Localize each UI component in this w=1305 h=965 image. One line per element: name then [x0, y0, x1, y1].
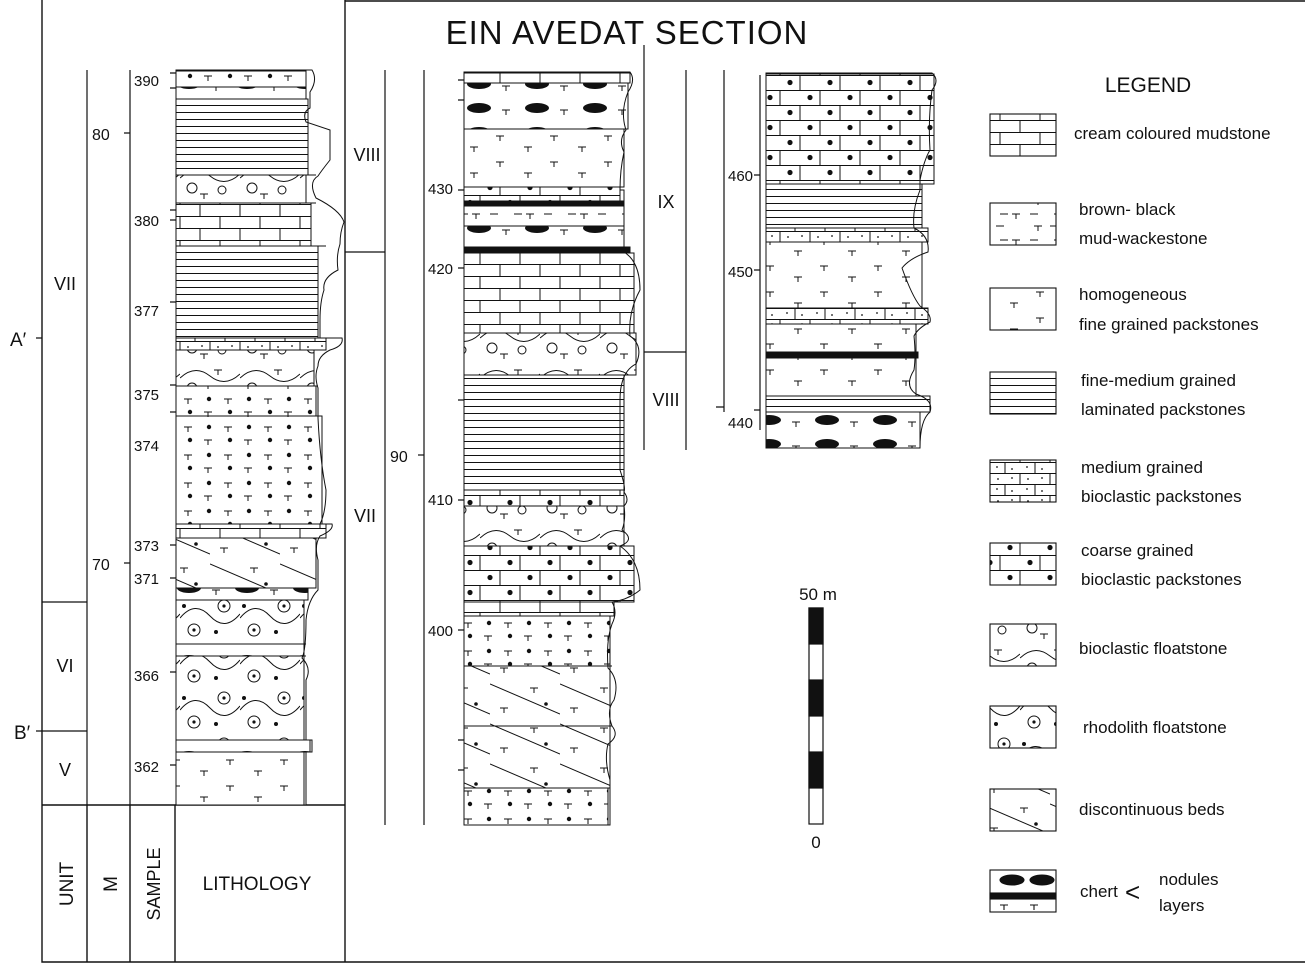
sample-460: 460 [728, 168, 753, 185]
legend-item-chert: chert [1080, 882, 1118, 901]
legend-item-laminated-2: laminated packstones [1081, 400, 1245, 419]
sample-374: 374 [134, 438, 159, 455]
legend-item-rhodolith: rhodolith floatstone [1083, 718, 1227, 737]
col1-unit-vii: VII [54, 274, 76, 294]
col1-unit-vi: VI [56, 656, 73, 676]
legend-swatch-homogeneous [990, 288, 1056, 330]
legend-swatch-coarse [990, 543, 1056, 585]
col2-right-unit-ix: IX [657, 192, 674, 212]
col1-meter-80: 80 [92, 127, 110, 144]
legend-swatches [990, 114, 1056, 912]
scale-bottom-label: 0 [811, 833, 820, 852]
sample-366: 366 [134, 668, 159, 685]
legend-item-medium-2: bioclastic packstones [1081, 487, 1242, 506]
sample-410: 410 [428, 492, 453, 509]
sample-400: 400 [428, 623, 453, 640]
sample-362: 362 [134, 759, 159, 776]
sample-371: 371 [134, 571, 159, 588]
header-lithology: LITHOLOGY [203, 874, 312, 895]
header-m: M [101, 876, 122, 892]
legend-item-mudstone: cream coloured mudstone [1074, 124, 1271, 143]
scale-top-label: 50 m [799, 585, 837, 604]
sample-420: 420 [428, 261, 453, 278]
col2-unit-vii: VII [354, 506, 376, 526]
column3-axes [716, 70, 760, 430]
legend-item-coarse-2: bioclastic packstones [1081, 570, 1242, 589]
legend-item-laminated-1: fine-medium grained [1081, 371, 1236, 390]
sample-377: 377 [134, 303, 159, 320]
sample-450: 450 [728, 264, 753, 281]
legend-swatch-discontinuous [990, 789, 1056, 831]
legend-title: LEGEND [1105, 74, 1191, 97]
legend-item-chert-nodules: nodules [1159, 870, 1219, 889]
legend-item-homogeneous-1: homogeneous [1079, 285, 1187, 304]
col2-meter-90: 90 [390, 449, 408, 466]
col2-unit-viii: VIII [353, 145, 380, 165]
legend-item-chert-layers: layers [1159, 896, 1204, 915]
marker-a: A′ [10, 330, 27, 351]
sample-430: 430 [428, 181, 453, 198]
col1-unit-v: V [59, 760, 71, 780]
legend-swatch-mud-wackestone [990, 203, 1056, 245]
marker-b: B′ [14, 723, 31, 744]
header-sample: SAMPLE [144, 847, 164, 920]
legend-item-coarse-1: coarse grained [1081, 541, 1193, 560]
sample-375: 375 [134, 387, 159, 404]
legend-item-homogeneous-2: fine grained packstones [1079, 315, 1259, 334]
column1-lithology [176, 70, 344, 805]
legend-swatch-chert [990, 870, 1056, 912]
legend-item-discontinuous: discontinuous beds [1079, 800, 1225, 819]
legend-item-chert-bracket: < [1125, 877, 1140, 907]
legend-swatch-rhodolith [990, 706, 1056, 748]
legend-item-bioclastic-floatstone: bioclastic floatstone [1079, 639, 1227, 658]
col1-meter-70: 70 [92, 557, 110, 574]
legend-item-medium-1: medium grained [1081, 458, 1203, 477]
column3-lithology [766, 73, 936, 448]
scale-bar [809, 608, 823, 824]
col2-right-unit-viii: VIII [652, 390, 679, 410]
section-title: EIN AVEDAT SECTION [446, 14, 809, 51]
legend-swatch-mudstone [990, 114, 1056, 156]
legend-item-mud-wackestone-2: mud-wackestone [1079, 229, 1208, 248]
header-unit: UNIT [57, 861, 78, 906]
sample-390: 390 [134, 73, 159, 90]
legend-swatch-laminated [990, 372, 1056, 414]
column2-lithology [464, 72, 640, 825]
legend-swatch-medium [990, 460, 1056, 502]
sample-380: 380 [134, 213, 159, 230]
legend-item-mud-wackestone-1: brown- black [1079, 200, 1176, 219]
sample-440: 440 [728, 415, 753, 432]
legend-swatch-bioclastic-floatstone [990, 624, 1056, 666]
sample-373: 373 [134, 538, 159, 555]
